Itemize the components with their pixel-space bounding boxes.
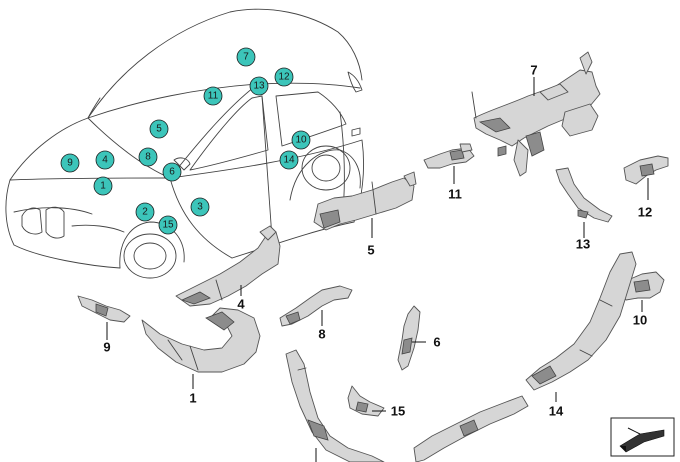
callout-5: 5 bbox=[367, 243, 374, 258]
marker-8[interactable]: 8 bbox=[138, 147, 158, 167]
part-7-crossmember-bracket bbox=[471, 51, 601, 177]
part-11-bracket bbox=[423, 143, 475, 169]
part-12-bracket bbox=[623, 155, 669, 185]
marker-1-label: 1 bbox=[100, 181, 106, 192]
part-13-strut bbox=[555, 167, 613, 223]
marker-10-label: 10 bbox=[295, 135, 307, 146]
part-callouts: 7 11 12 13 5 4 9 8 6 10 1 15 14 bbox=[103, 63, 652, 419]
marker-15[interactable]: 15 bbox=[158, 215, 178, 235]
marker-9[interactable]: 9 bbox=[60, 153, 80, 173]
sectional-view-icon bbox=[610, 417, 675, 457]
marker-6-label: 6 bbox=[169, 167, 175, 178]
marker-15-label: 15 bbox=[162, 220, 174, 231]
marker-2[interactable]: 2 bbox=[135, 202, 155, 222]
callout-13: 13 bbox=[576, 237, 590, 252]
marker-7-label: 7 bbox=[243, 52, 249, 63]
part-6-clip bbox=[397, 305, 421, 371]
part-4-duct bbox=[175, 225, 281, 307]
marker-11[interactable]: 11 bbox=[203, 86, 223, 106]
part-8-bracket bbox=[279, 285, 353, 327]
callout-8: 8 bbox=[318, 327, 325, 342]
callout-9: 9 bbox=[103, 340, 110, 355]
marker-14[interactable]: 14 bbox=[279, 150, 299, 170]
marker-7[interactable]: 7 bbox=[236, 47, 256, 67]
vehicle-marker-bubbles: 9 4 1 8 5 6 2 15 bbox=[60, 47, 311, 235]
part-14-sill-beam bbox=[525, 251, 637, 391]
marker-13[interactable]: 13 bbox=[249, 76, 269, 96]
marker-13-label: 13 bbox=[253, 81, 265, 92]
marker-5-label: 5 bbox=[156, 124, 162, 135]
marker-4-label: 4 bbox=[102, 155, 108, 166]
marker-4[interactable]: 4 bbox=[95, 150, 115, 170]
marker-14-label: 14 bbox=[283, 155, 295, 166]
vehicle-outline bbox=[5, 8, 364, 279]
marker-10[interactable]: 10 bbox=[291, 130, 311, 150]
marker-3-label: 3 bbox=[197, 202, 203, 213]
callout-10: 10 bbox=[633, 313, 647, 328]
part-lower-beam bbox=[413, 395, 529, 462]
callout-14: 14 bbox=[549, 404, 564, 419]
marker-8-label: 8 bbox=[145, 152, 151, 163]
marker-2-label: 2 bbox=[142, 207, 148, 218]
callout-15: 15 bbox=[391, 404, 405, 419]
marker-3[interactable]: 3 bbox=[190, 197, 210, 217]
marker-1[interactable]: 1 bbox=[93, 176, 113, 196]
callout-4: 4 bbox=[237, 297, 245, 312]
part-9-bracket bbox=[77, 295, 131, 323]
part-10-bracket bbox=[617, 271, 665, 301]
part-left-sill-beam bbox=[285, 349, 385, 462]
part-15-bracket bbox=[347, 385, 385, 417]
part-1-wheel-arch-panel bbox=[141, 307, 261, 373]
callout-6: 6 bbox=[433, 335, 440, 350]
callout-7: 7 bbox=[530, 63, 537, 78]
callout-11: 11 bbox=[448, 187, 462, 202]
marker-12-label: 12 bbox=[278, 72, 290, 83]
callout-12: 12 bbox=[638, 205, 652, 220]
callout-1: 1 bbox=[189, 391, 196, 406]
marker-12[interactable]: 12 bbox=[274, 67, 294, 87]
marker-11-label: 11 bbox=[208, 91, 219, 102]
marker-6[interactable]: 6 bbox=[162, 162, 182, 182]
marker-5[interactable]: 5 bbox=[149, 119, 169, 139]
part-5-air-duct bbox=[313, 171, 417, 231]
marker-9-label: 9 bbox=[67, 158, 73, 169]
